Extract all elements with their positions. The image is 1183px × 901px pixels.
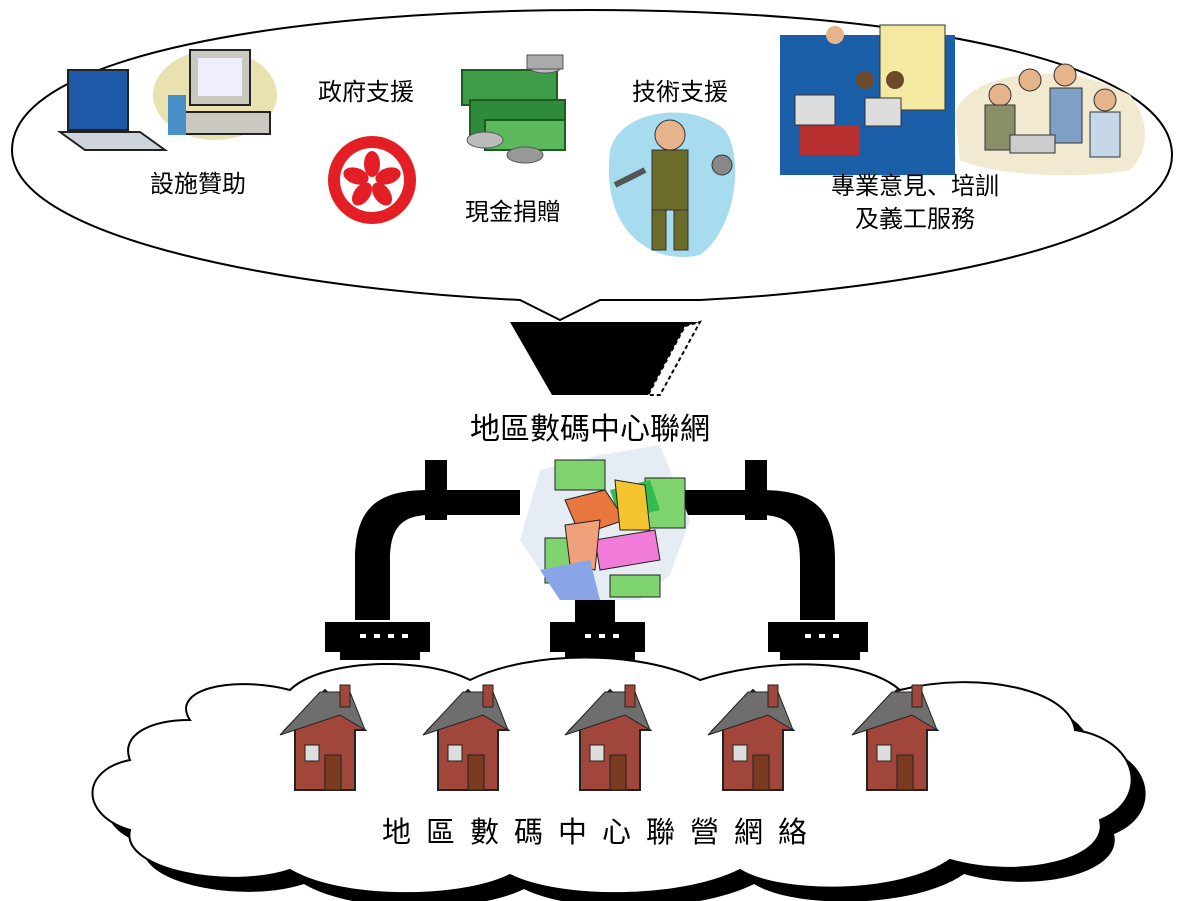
label-professional-line2: 及義工服務: [855, 205, 975, 233]
network-title: 地區數碼中心聯營網絡: [382, 815, 823, 849]
hong-kong-emblem-icon: [328, 136, 416, 224]
label-technical: 技術支援: [632, 78, 728, 106]
joined-hands-icon: [520, 445, 690, 600]
hub-title: 地區數碼中心聯網: [470, 412, 710, 447]
funnel-shape: [510, 320, 702, 396]
house-icon-3: [564, 684, 653, 791]
computer-equipment-icon: [56, 49, 277, 151]
label-professional-line1: 專業意見、培訓: [831, 172, 999, 200]
house-icon-4: [707, 684, 796, 791]
label-cash: 現金捐贈: [465, 198, 561, 226]
label-government: 政府支援: [318, 78, 414, 106]
mechanic-worker-icon: [608, 112, 736, 258]
house-icon-5: [851, 684, 940, 791]
office-team-icon: [780, 24, 1145, 176]
label-facilities: 設施贊助: [150, 170, 246, 198]
pipe-dashes: [360, 634, 839, 638]
house-icon-1: [279, 684, 368, 791]
house-icon-2: [422, 684, 511, 791]
cash-money-icon: [461, 54, 566, 164]
